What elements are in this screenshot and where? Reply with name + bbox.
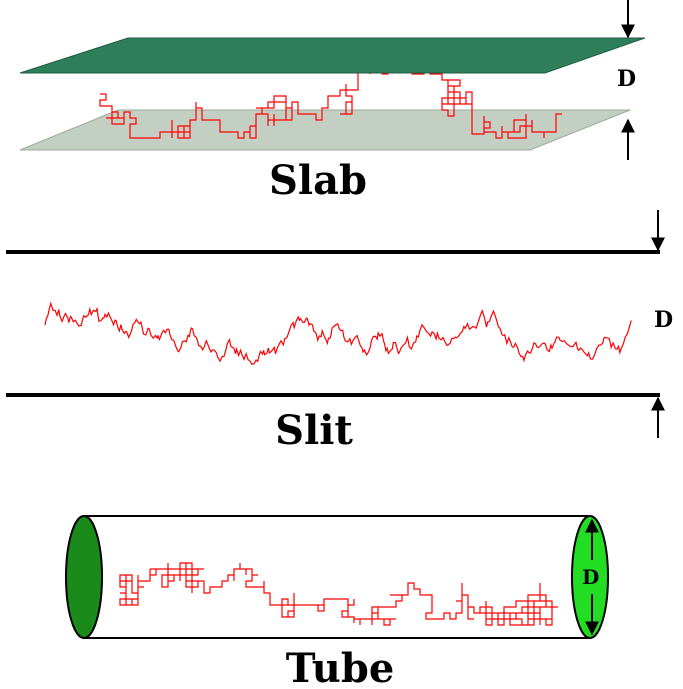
tube-panel: D Tube [65,515,609,689]
slab-dim-label: D [617,66,636,92]
slit-dim-label: D [654,307,673,333]
slab-polymer-chain [99,61,562,139]
slab-top-plane [19,37,646,74]
slit-title: Slit [275,407,353,454]
slit-polymer-chain [44,301,632,366]
tube-right-cap [571,515,609,639]
tube-title: Tube [286,645,395,689]
tube-polymer-chain [119,562,558,626]
slit-panel: D Slit [6,210,673,454]
slab-title: Slab [269,157,367,204]
tube-dim-label: D [582,565,599,589]
slab-panel: D Slab [19,0,646,204]
tube-left-cap [65,515,103,639]
